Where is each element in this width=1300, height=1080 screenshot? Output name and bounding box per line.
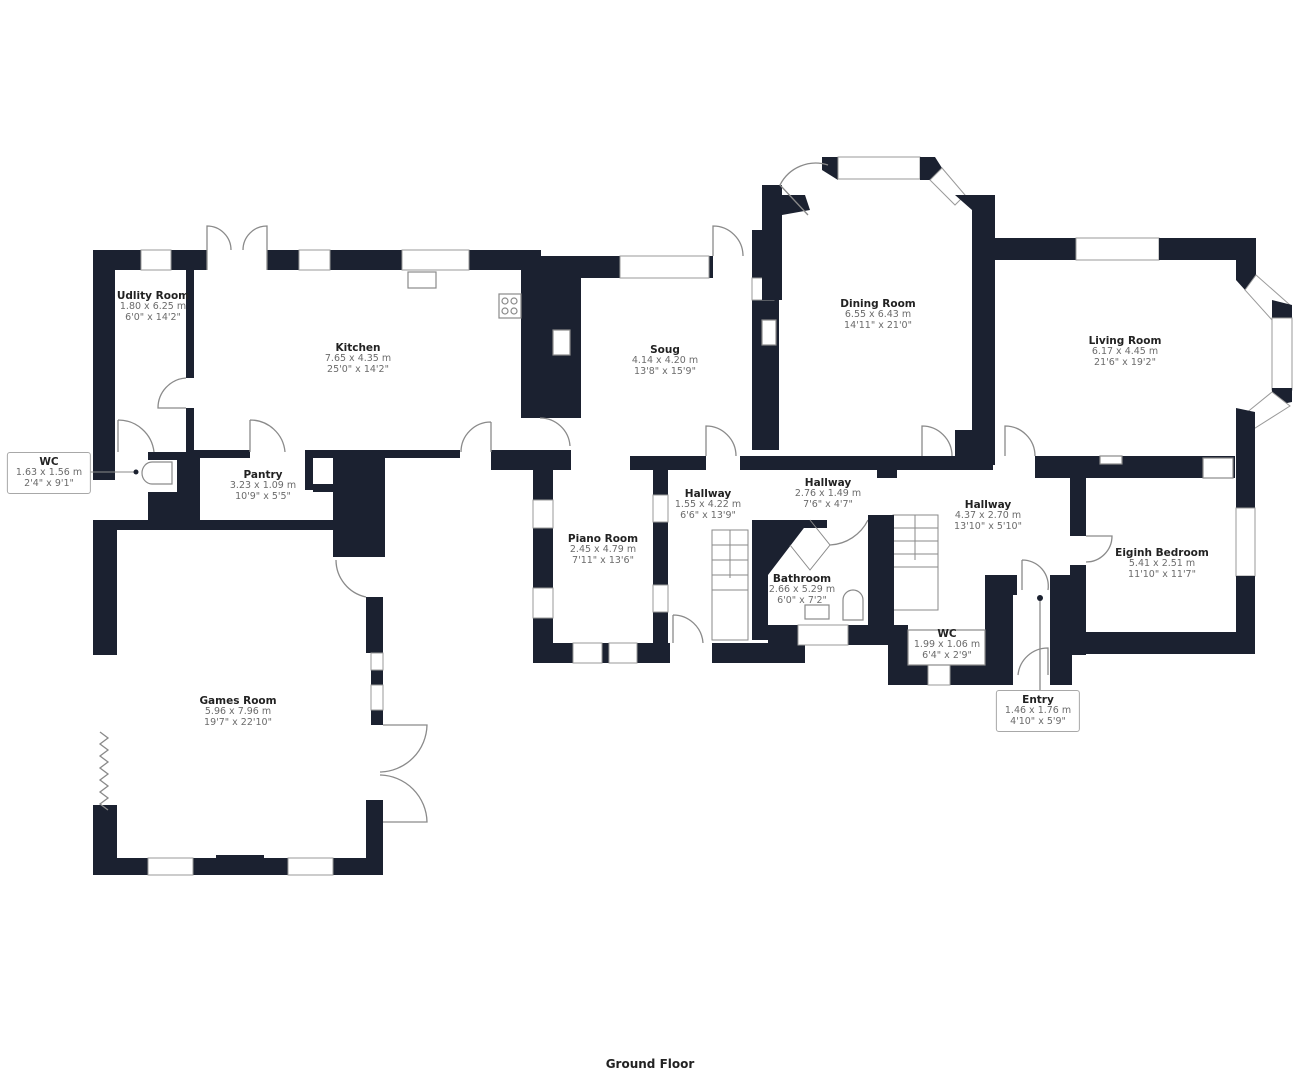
room-label-wc-left: WC 1.63 x 1.56 m 2'4" x 9'1" bbox=[6, 452, 92, 494]
room-name: Pantry bbox=[243, 469, 283, 481]
room-imperial: 10'9" x 5'5" bbox=[235, 490, 291, 502]
walls-games-room bbox=[93, 525, 428, 876]
room-name: Hallway bbox=[684, 488, 732, 500]
room-label-bathroom: Bathroom 2.66 x 5.29 m 6'0" x 7'2" bbox=[769, 573, 835, 607]
room-imperial: 11'10" x 11'7" bbox=[1128, 568, 1196, 580]
room-metric: 3.23 x 1.09 m bbox=[229, 480, 297, 492]
room-label-living: Living Room 6.17 x 4.45 m 21'6" x 19'2" bbox=[1089, 335, 1162, 369]
room-metric: 1.99 x 1.06 m bbox=[913, 639, 981, 651]
walls-dining-room bbox=[762, 156, 995, 470]
room-imperial: 6'6" x 13'9" bbox=[680, 509, 736, 521]
walls-centre bbox=[511, 185, 1075, 664]
room-metric: 2.76 x 1.49 m bbox=[794, 488, 862, 500]
room-metric: 2.66 x 5.29 m bbox=[768, 584, 836, 596]
room-name: Bathroom bbox=[772, 573, 832, 585]
room-metric: 6.17 x 4.45 m bbox=[1091, 346, 1159, 358]
room-label-hallway-a: Hallway 1.55 x 4.22 m 6'6" x 13'9" bbox=[675, 488, 741, 522]
room-label-hallway-c: Hallway 4.37 x 2.70 m 13'10" x 5'10" bbox=[954, 499, 1022, 533]
room-label-pantry: Pantry 3.23 x 1.09 m 10'9" x 5'5" bbox=[230, 469, 296, 503]
room-label-games: Games Room 5.96 x 7.96 m 19'7" x 22'10" bbox=[199, 695, 276, 729]
room-name: Udlity Room bbox=[116, 290, 190, 302]
room-name: WC bbox=[937, 628, 957, 640]
room-label-wc-right: WC 1.99 x 1.06 m 6'4" x 2'9" bbox=[914, 628, 980, 662]
room-name: Piano Room bbox=[567, 533, 639, 545]
room-name: Games Room bbox=[199, 695, 277, 707]
room-metric: 2.45 x 4.79 m bbox=[569, 544, 637, 556]
room-imperial: 13'10" x 5'10" bbox=[954, 520, 1022, 532]
walls-east-wing bbox=[880, 456, 1256, 690]
room-label-kitchen: Kitchen 7.65 x 4.35 m 25'0" x 14'2" bbox=[325, 342, 391, 376]
floor-title: Ground Floor bbox=[605, 1057, 695, 1071]
room-imperial: 21'6" x 19'2" bbox=[1094, 356, 1156, 368]
room-label-dining: Dining Room 6.55 x 6.43 m 14'11" x 21'0" bbox=[840, 298, 916, 332]
room-label-hallway-b: Hallway 2.76 x 1.49 m 7'6" x 4'7" bbox=[795, 477, 861, 511]
room-metric: 4.37 x 2.70 m bbox=[954, 510, 1022, 522]
room-metric: 6.55 x 6.43 m bbox=[844, 309, 912, 321]
room-metric: 1.55 x 4.22 m bbox=[674, 499, 742, 511]
walls-west-wing bbox=[93, 225, 581, 557]
room-name: Hallway bbox=[804, 477, 852, 489]
room-metric: 1.63 x 1.56 m bbox=[15, 467, 83, 479]
room-label-entry: Entry 1.46 x 1.76 m 4'10" x 5'9" bbox=[995, 690, 1081, 732]
room-metric: 1.80 x 6.25 m bbox=[119, 301, 187, 313]
room-name: Hallway bbox=[964, 499, 1012, 511]
room-name: Soug bbox=[650, 344, 680, 356]
room-imperial: 25'0" x 14'2" bbox=[327, 363, 389, 375]
room-name: Entry bbox=[1022, 694, 1054, 706]
room-label-piano: Piano Room 2.45 x 4.79 m 7'11" x 13'6" bbox=[568, 533, 638, 567]
room-label-bedroom: Eiginh Bedroom 5.41 x 2.51 m 11'10" x 11… bbox=[1115, 547, 1209, 581]
room-imperial: 6'0" x 7'2" bbox=[777, 594, 827, 606]
room-imperial: 13'8" x 15'9" bbox=[634, 365, 696, 377]
room-metric: 5.96 x 7.96 m bbox=[204, 706, 272, 718]
room-metric: 1.46 x 1.76 m bbox=[1004, 705, 1072, 717]
room-imperial: 2'4" x 9'1" bbox=[24, 477, 74, 489]
room-imperial: 7'6" x 4'7" bbox=[803, 498, 853, 510]
room-imperial: 19'7" x 22'10" bbox=[204, 716, 272, 728]
room-name: Dining Room bbox=[840, 298, 916, 310]
room-metric: 7.65 x 4.35 m bbox=[324, 353, 392, 365]
room-imperial: 6'0" x 14'2" bbox=[125, 311, 181, 323]
room-imperial: 6'4" x 2'9" bbox=[922, 649, 972, 661]
room-label-snug: Soug 4.14 x 4.20 m 13'8" x 15'9" bbox=[632, 344, 698, 378]
room-imperial: 4'10" x 5'9" bbox=[1010, 715, 1066, 727]
room-metric: 4.14 x 4.20 m bbox=[631, 355, 699, 367]
room-label-utility: Udlity Room 1.80 x 6.25 m 6'0" x 14'2" bbox=[117, 290, 189, 324]
room-imperial: 7'11" x 13'6" bbox=[572, 554, 634, 566]
room-metric: 5.41 x 2.51 m bbox=[1128, 558, 1196, 570]
room-name: Kitchen bbox=[335, 342, 381, 354]
room-imperial: 14'11" x 21'0" bbox=[844, 319, 912, 331]
room-name: Eiginh Bedroom bbox=[1115, 547, 1209, 559]
room-name: WC bbox=[39, 456, 59, 468]
room-name: Living Room bbox=[1088, 335, 1162, 347]
